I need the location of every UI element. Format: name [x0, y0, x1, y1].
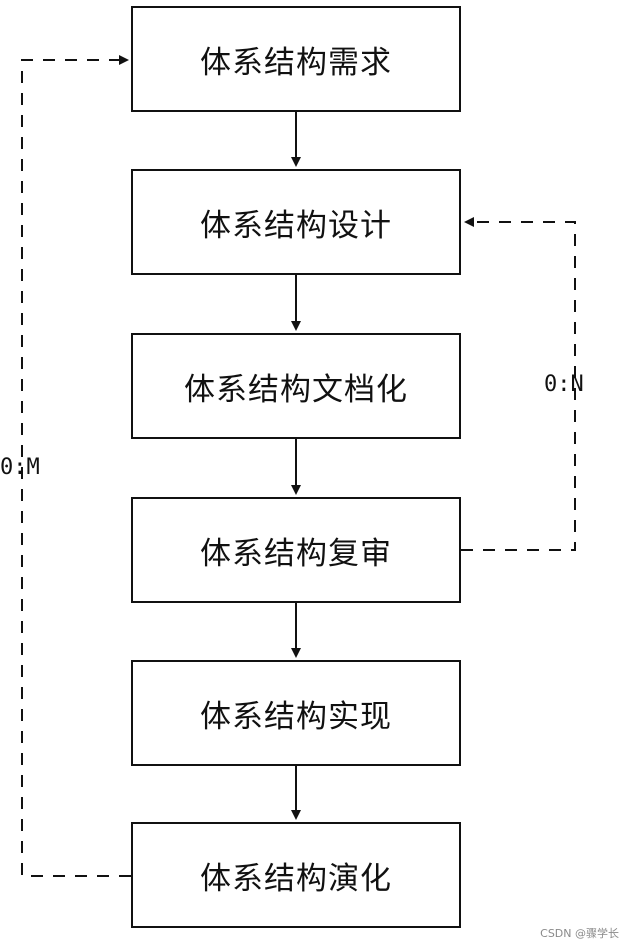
step-box-review: 体系结构复审 — [131, 497, 461, 603]
step-box-design: 体系结构设计 — [131, 169, 461, 275]
loop-label-evolution-to-requirements: 0:M — [0, 455, 40, 480]
step-label-review: 体系结构复审 — [200, 535, 392, 572]
loop-evolution-to-requirements — [21, 55, 131, 877]
step-box-evolution: 体系结构演化 — [131, 822, 461, 928]
loop-label-review-to-design: 0:N — [544, 372, 584, 397]
step-label-requirements: 体系结构需求 — [200, 44, 392, 81]
step-box-requirements: 体系结构需求 — [131, 6, 461, 112]
watermark: CSDN @骤学长 — [540, 927, 619, 940]
step-box-implementation: 体系结构实现 — [131, 660, 461, 766]
step-label-implementation: 体系结构实现 — [200, 698, 392, 735]
step-label-evolution: 体系结构演化 — [200, 860, 392, 897]
step-label-documentation: 体系结构文档化 — [184, 371, 408, 408]
step-label-design: 体系结构设计 — [200, 207, 392, 244]
step-box-documentation: 体系结构文档化 — [131, 333, 461, 439]
